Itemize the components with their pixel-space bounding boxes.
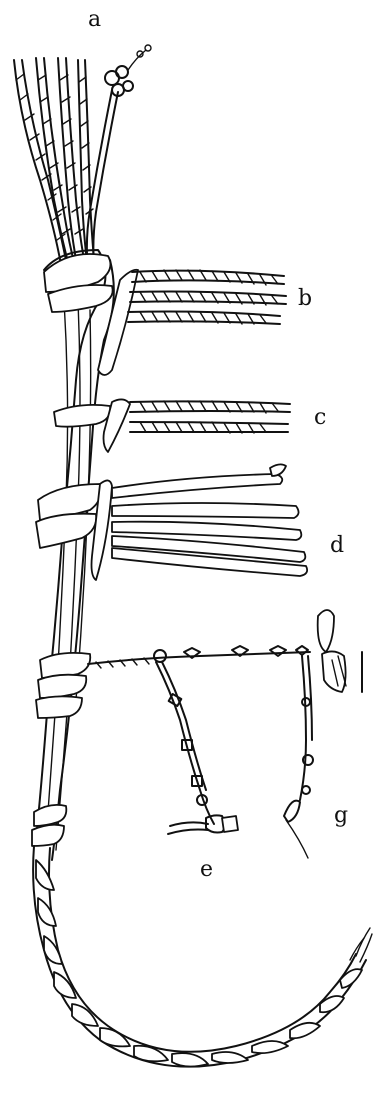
top-twisted-cords [14, 45, 151, 270]
label-a: a [88, 7, 101, 32]
label-b: b [298, 286, 312, 311]
label-d: d [330, 533, 344, 558]
fibers-d: d [112, 464, 344, 576]
label-g: g [334, 803, 348, 828]
label-e: e [200, 857, 213, 882]
cords-c: c [130, 401, 326, 433]
cords-b: b [128, 270, 312, 324]
label-c: c [314, 405, 326, 430]
beaded-strings-e-g: e g [88, 610, 362, 882]
